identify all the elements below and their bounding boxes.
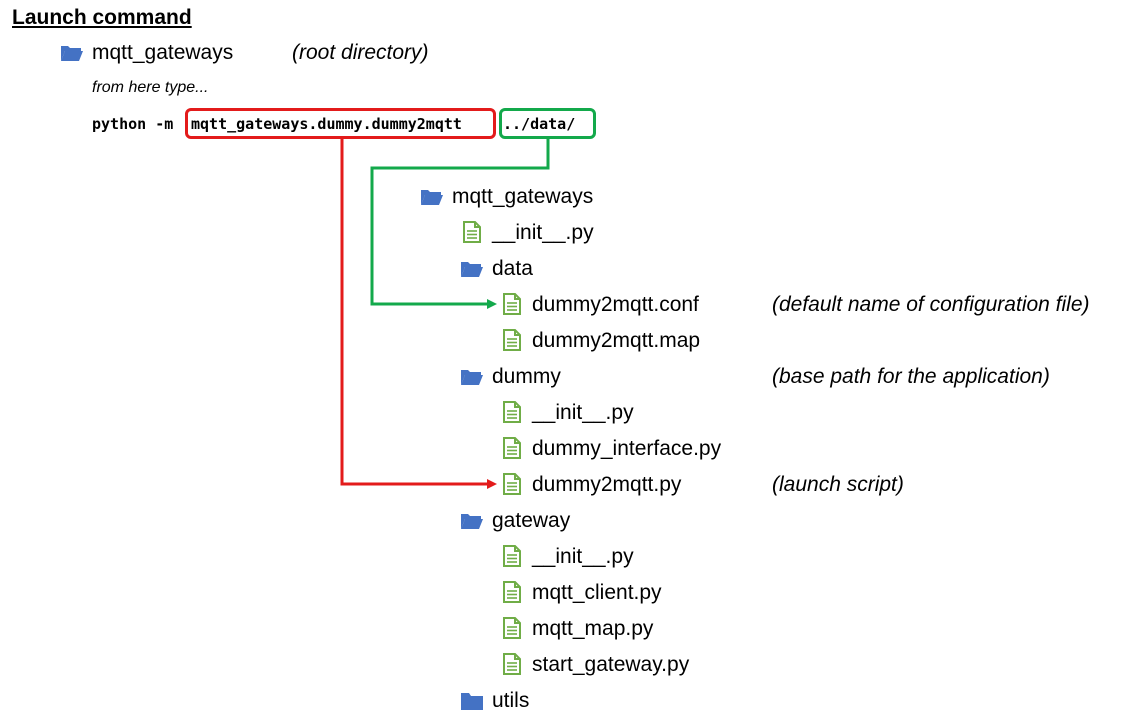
tree-item-note: (default name of configuration file) <box>772 293 1090 316</box>
file-icon <box>502 617 522 644</box>
file-icon <box>502 653 522 680</box>
file-icon <box>502 329 522 356</box>
argument-arrow <box>370 139 550 306</box>
tree-item-label: data <box>492 257 533 280</box>
tree-item-label: __init__.py <box>532 545 634 568</box>
command-module: mqtt_gateways.dummy.dummy2mqtt <box>191 115 462 133</box>
command-argument: ../data/ <box>503 115 576 133</box>
file-icon <box>462 221 482 248</box>
tree-item-label: mqtt_client.py <box>532 581 662 604</box>
command-prefix: python -m <box>92 115 174 133</box>
open-folder-icon <box>61 46 83 61</box>
file-icon <box>502 293 522 320</box>
tree-item-label: dummy <box>492 365 561 388</box>
open-folder-icon <box>460 259 484 284</box>
root-directory-row: mqtt_gateways (root directory) <box>58 40 478 66</box>
tree-item-label: __init__.py <box>492 221 594 244</box>
tree-item-label: start_gateway.py <box>532 653 690 676</box>
tree-item-note: (launch script) <box>772 473 904 496</box>
tree-item-label: dummy2mqtt.conf <box>532 293 699 316</box>
closed-folder-icon <box>460 691 484 716</box>
root-directory-name: mqtt_gateways <box>92 41 234 64</box>
tree-item-label: mqtt_map.py <box>532 617 654 640</box>
file-icon <box>502 401 522 428</box>
file-icon <box>502 581 522 608</box>
instruction-hint: from here type... <box>92 79 209 96</box>
open-folder-icon <box>460 367 484 392</box>
tree-item-label: gateway <box>492 509 571 532</box>
open-folder-icon <box>420 187 444 212</box>
open-folder-icon <box>460 511 484 536</box>
file-icon <box>502 437 522 464</box>
tree-item-label: dummy2mqtt.py <box>532 473 682 496</box>
tree-item-label: utils <box>492 689 530 712</box>
file-icon <box>502 545 522 572</box>
tree-item-note: (base path for the application) <box>772 365 1050 388</box>
tree-item-label: __init__.py <box>532 401 634 424</box>
tree-item-label: dummy_interface.py <box>532 437 722 460</box>
argument-arrow-head <box>487 299 497 309</box>
tree-item-label: mqtt_gateways <box>452 185 594 208</box>
launch-command-heading: Launch command <box>12 6 192 29</box>
root-directory-note: (root directory) <box>292 41 429 64</box>
module-arrow-head <box>487 479 497 489</box>
tree-item-label: dummy2mqtt.map <box>532 329 701 352</box>
argument-highlight-box <box>499 108 596 139</box>
file-icon <box>502 473 522 500</box>
module-highlight-box <box>185 108 496 139</box>
module-arrow <box>340 139 489 486</box>
